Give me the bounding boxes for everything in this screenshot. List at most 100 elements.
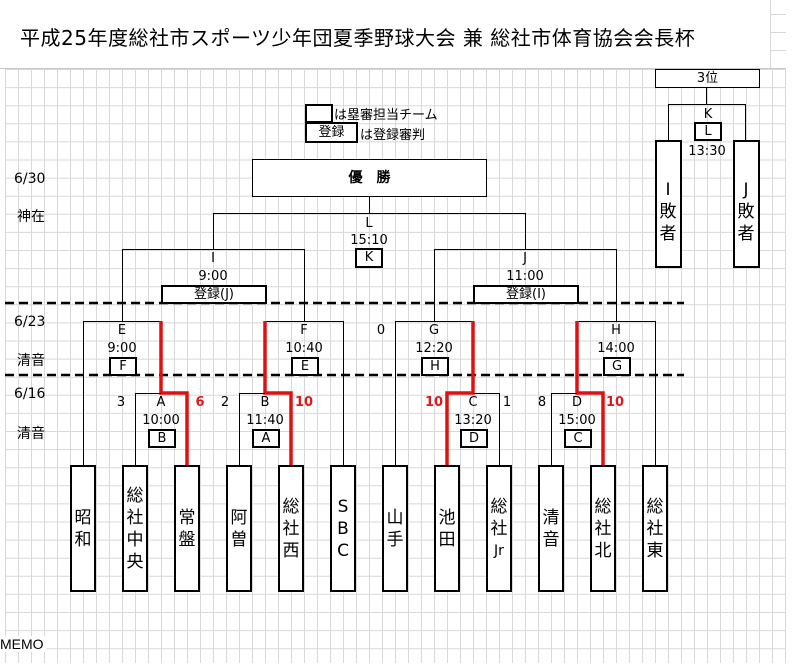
date-r1: 6/16 (14, 386, 46, 402)
r1-a-score-left: 3 (116, 395, 126, 410)
champion-label: 優 勝 (348, 170, 391, 186)
r1-d-score-left: 8 (537, 395, 547, 410)
third-place-label: 3位 (696, 71, 719, 86)
legend-registered-label: 登録 (318, 125, 345, 140)
title-band (0, 0, 794, 68)
team-name: 昭和 (74, 507, 92, 550)
qf-f-umpire: E (291, 357, 319, 376)
third-left-box (655, 140, 682, 268)
r1-d-umpire: C (564, 429, 592, 448)
qf-g-id: G (428, 323, 440, 338)
page-title: 平成25年度総社市スポーツ少年団夏季野球大会 兼 総社市体育協会会長杯 (20, 26, 696, 50)
winner-path-c (445, 321, 475, 465)
final-match-id: L (365, 216, 373, 231)
bracket-final (213, 213, 526, 249)
r1-b-score-right: 10 (294, 395, 314, 410)
qf-g-score-left: 0 (376, 323, 386, 338)
r1-b-umpire: A (252, 429, 280, 448)
semi-j-time: 11:00 (506, 269, 544, 284)
r1-d-score-right: 10 (605, 395, 625, 410)
venue-r1: 清音 (17, 426, 45, 442)
bracket-r1-b (239, 393, 265, 465)
qf-g-umpire: H (421, 357, 449, 376)
team-name: 総社西 (282, 496, 300, 561)
semi-i-id: I (211, 251, 215, 266)
team-name: 阿曽 (230, 507, 248, 550)
date-final: 6/30 (14, 171, 46, 187)
qf-e-umpire: F (109, 357, 137, 376)
team-box (486, 465, 512, 592)
final-time: 15:10 (350, 233, 388, 248)
third-time: 13:30 (688, 144, 726, 159)
bracket-qf-f (265, 321, 344, 465)
r1-a-time: 10:00 (142, 413, 180, 428)
legend-team-box (305, 104, 333, 123)
date-qf: 6/23 (14, 314, 46, 330)
r1-d-time: 15:00 (558, 413, 596, 428)
r1-c-id: C (468, 395, 478, 410)
semi-j-umpire: 登録(I) (473, 285, 579, 304)
venue-final: 神在 (17, 209, 45, 225)
qf-h-umpire: G (603, 357, 631, 376)
third-left-label: I 敗 者 (659, 180, 677, 244)
bracket-semi-j (434, 249, 617, 321)
bracket-r1-a (135, 393, 161, 465)
bracket-qf-h (577, 321, 656, 465)
third-place-box: 3位 (655, 69, 760, 88)
r1-c-umpire: D (460, 429, 488, 448)
qf-f-time: 10:40 (285, 341, 323, 356)
qf-f-id: F (300, 323, 308, 338)
winner-path-b (263, 321, 293, 465)
bracket-semi-i (122, 249, 305, 321)
r1-a-umpire: B (148, 429, 176, 448)
team-box (174, 465, 200, 592)
venue-qf: 清音 (17, 353, 45, 369)
team-box (590, 465, 616, 592)
bracket-r1-c (473, 393, 500, 465)
team-name: 清音 (542, 507, 560, 550)
team-name: 総社北 (594, 496, 612, 561)
team-name: 池田 (438, 507, 456, 550)
bracket-r1-d (551, 393, 577, 465)
team-name: 山手 (386, 507, 404, 550)
r1-c-score-left: 10 (424, 395, 444, 410)
team-name: 総社中央 (126, 485, 144, 572)
qf-h-time: 14:00 (597, 341, 635, 356)
champion-box: 優 勝 (252, 159, 487, 197)
third-right-box (733, 140, 760, 268)
qf-e-id: E (117, 323, 127, 338)
r1-a-score-right: 6 (195, 395, 205, 410)
team-box (382, 465, 408, 592)
r1-b-id: B (260, 395, 270, 410)
r1-d-id: D (571, 395, 582, 410)
team-name: 総社東 (646, 496, 664, 561)
bracket-qf-e (83, 321, 161, 465)
team-box (538, 465, 564, 592)
bracket-third (668, 104, 746, 140)
memo-label: MEMO (0, 636, 46, 652)
team-box (226, 465, 252, 592)
qf-h-id: H (611, 323, 621, 338)
final-umpire: K (355, 248, 383, 268)
team-box (70, 465, 96, 592)
team-box (122, 465, 148, 592)
team-box (642, 465, 668, 592)
team-box (278, 465, 304, 592)
semi-j-id: J (523, 251, 527, 266)
r1-c-score-right: 1 (502, 395, 512, 410)
r1-b-time: 11:40 (246, 413, 284, 428)
team-box (330, 465, 356, 592)
team-name: 常盤 (178, 507, 196, 550)
r1-c-time: 13:20 (454, 413, 492, 428)
r1-a-id: A (156, 395, 166, 410)
semi-i-umpire: 登録(J) (161, 285, 267, 304)
winner-path-d (575, 321, 605, 465)
third-match-id: K (703, 107, 713, 122)
semi-i-time: 9:00 (198, 269, 228, 284)
third-right-label: J 敗 者 (737, 180, 755, 244)
team-box (434, 465, 460, 592)
bracket-qf-g (395, 321, 473, 465)
